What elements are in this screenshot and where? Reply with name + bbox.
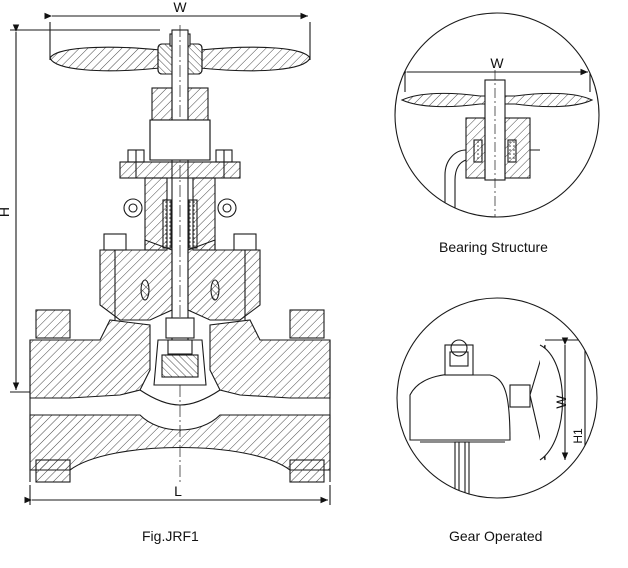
gear-width-label: W	[553, 395, 569, 409]
bearing-caption: Bearing Structure	[439, 239, 548, 255]
width-dimension-line	[44, 12, 311, 60]
length-dimension-line	[24, 485, 331, 505]
valve-disc	[153, 317, 207, 386]
gear-caption: Gear Operated	[449, 528, 543, 544]
bearing-detail	[394, 12, 600, 218]
globe-valve-section	[10, 12, 331, 505]
main-caption: Fig.JRF1	[142, 528, 199, 544]
yoke-nut	[149, 87, 211, 161]
main-width-label: W	[173, 0, 187, 15]
gear-detail	[396, 297, 598, 499]
height-dimension-line	[10, 24, 160, 393]
main-length-label: L	[174, 483, 182, 499]
bearing-width-label: W	[490, 55, 504, 71]
bonnet	[99, 233, 261, 321]
gear-height-label: H1	[571, 428, 585, 444]
stem	[171, 25, 189, 485]
gland-assembly	[119, 149, 241, 251]
valve-body	[29, 309, 331, 483]
main-height-label: H	[0, 207, 12, 217]
